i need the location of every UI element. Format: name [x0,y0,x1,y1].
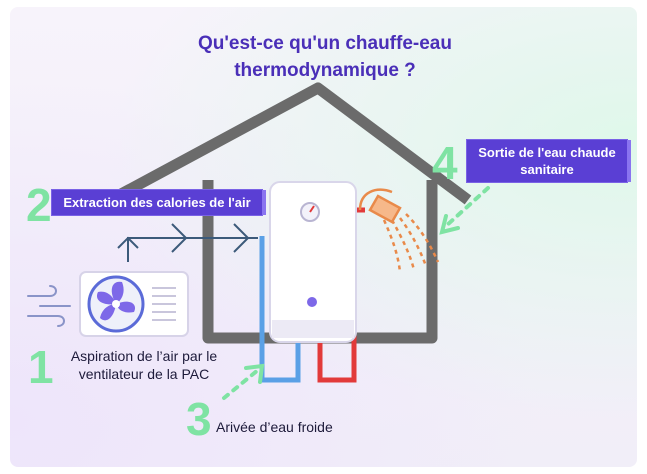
extraction-arrow-icon [117,223,258,262]
step-text-3: Arivée d’eau froide [216,419,333,435]
page-title: Qu'est-ce qu'un chauffe-eau thermodynami… [198,33,452,81]
step-label-4: Sortie de l'eau chaude sanitaire [467,140,631,182]
step-number-2: 2 [26,179,52,231]
step-number-3: 3 [186,393,212,445]
step-label-2: Extraction des calories de l'air [52,190,266,215]
thermometer-icon [300,202,320,222]
shower-head-icon [358,188,440,273]
step-number-4: 4 [432,137,458,189]
step-number-1: 1 [28,341,54,393]
fan-icon [87,275,145,333]
tank-indicator-icon [307,297,317,307]
water-tank [269,181,357,343]
step-text-1: Aspiration de l’air par le ventilateur d… [70,348,218,382]
heat-pump-unit [79,271,189,337]
pointer-arrow-icon [222,186,490,400]
cold-water-pipe [259,236,301,383]
air-flow-icon [27,285,71,327]
